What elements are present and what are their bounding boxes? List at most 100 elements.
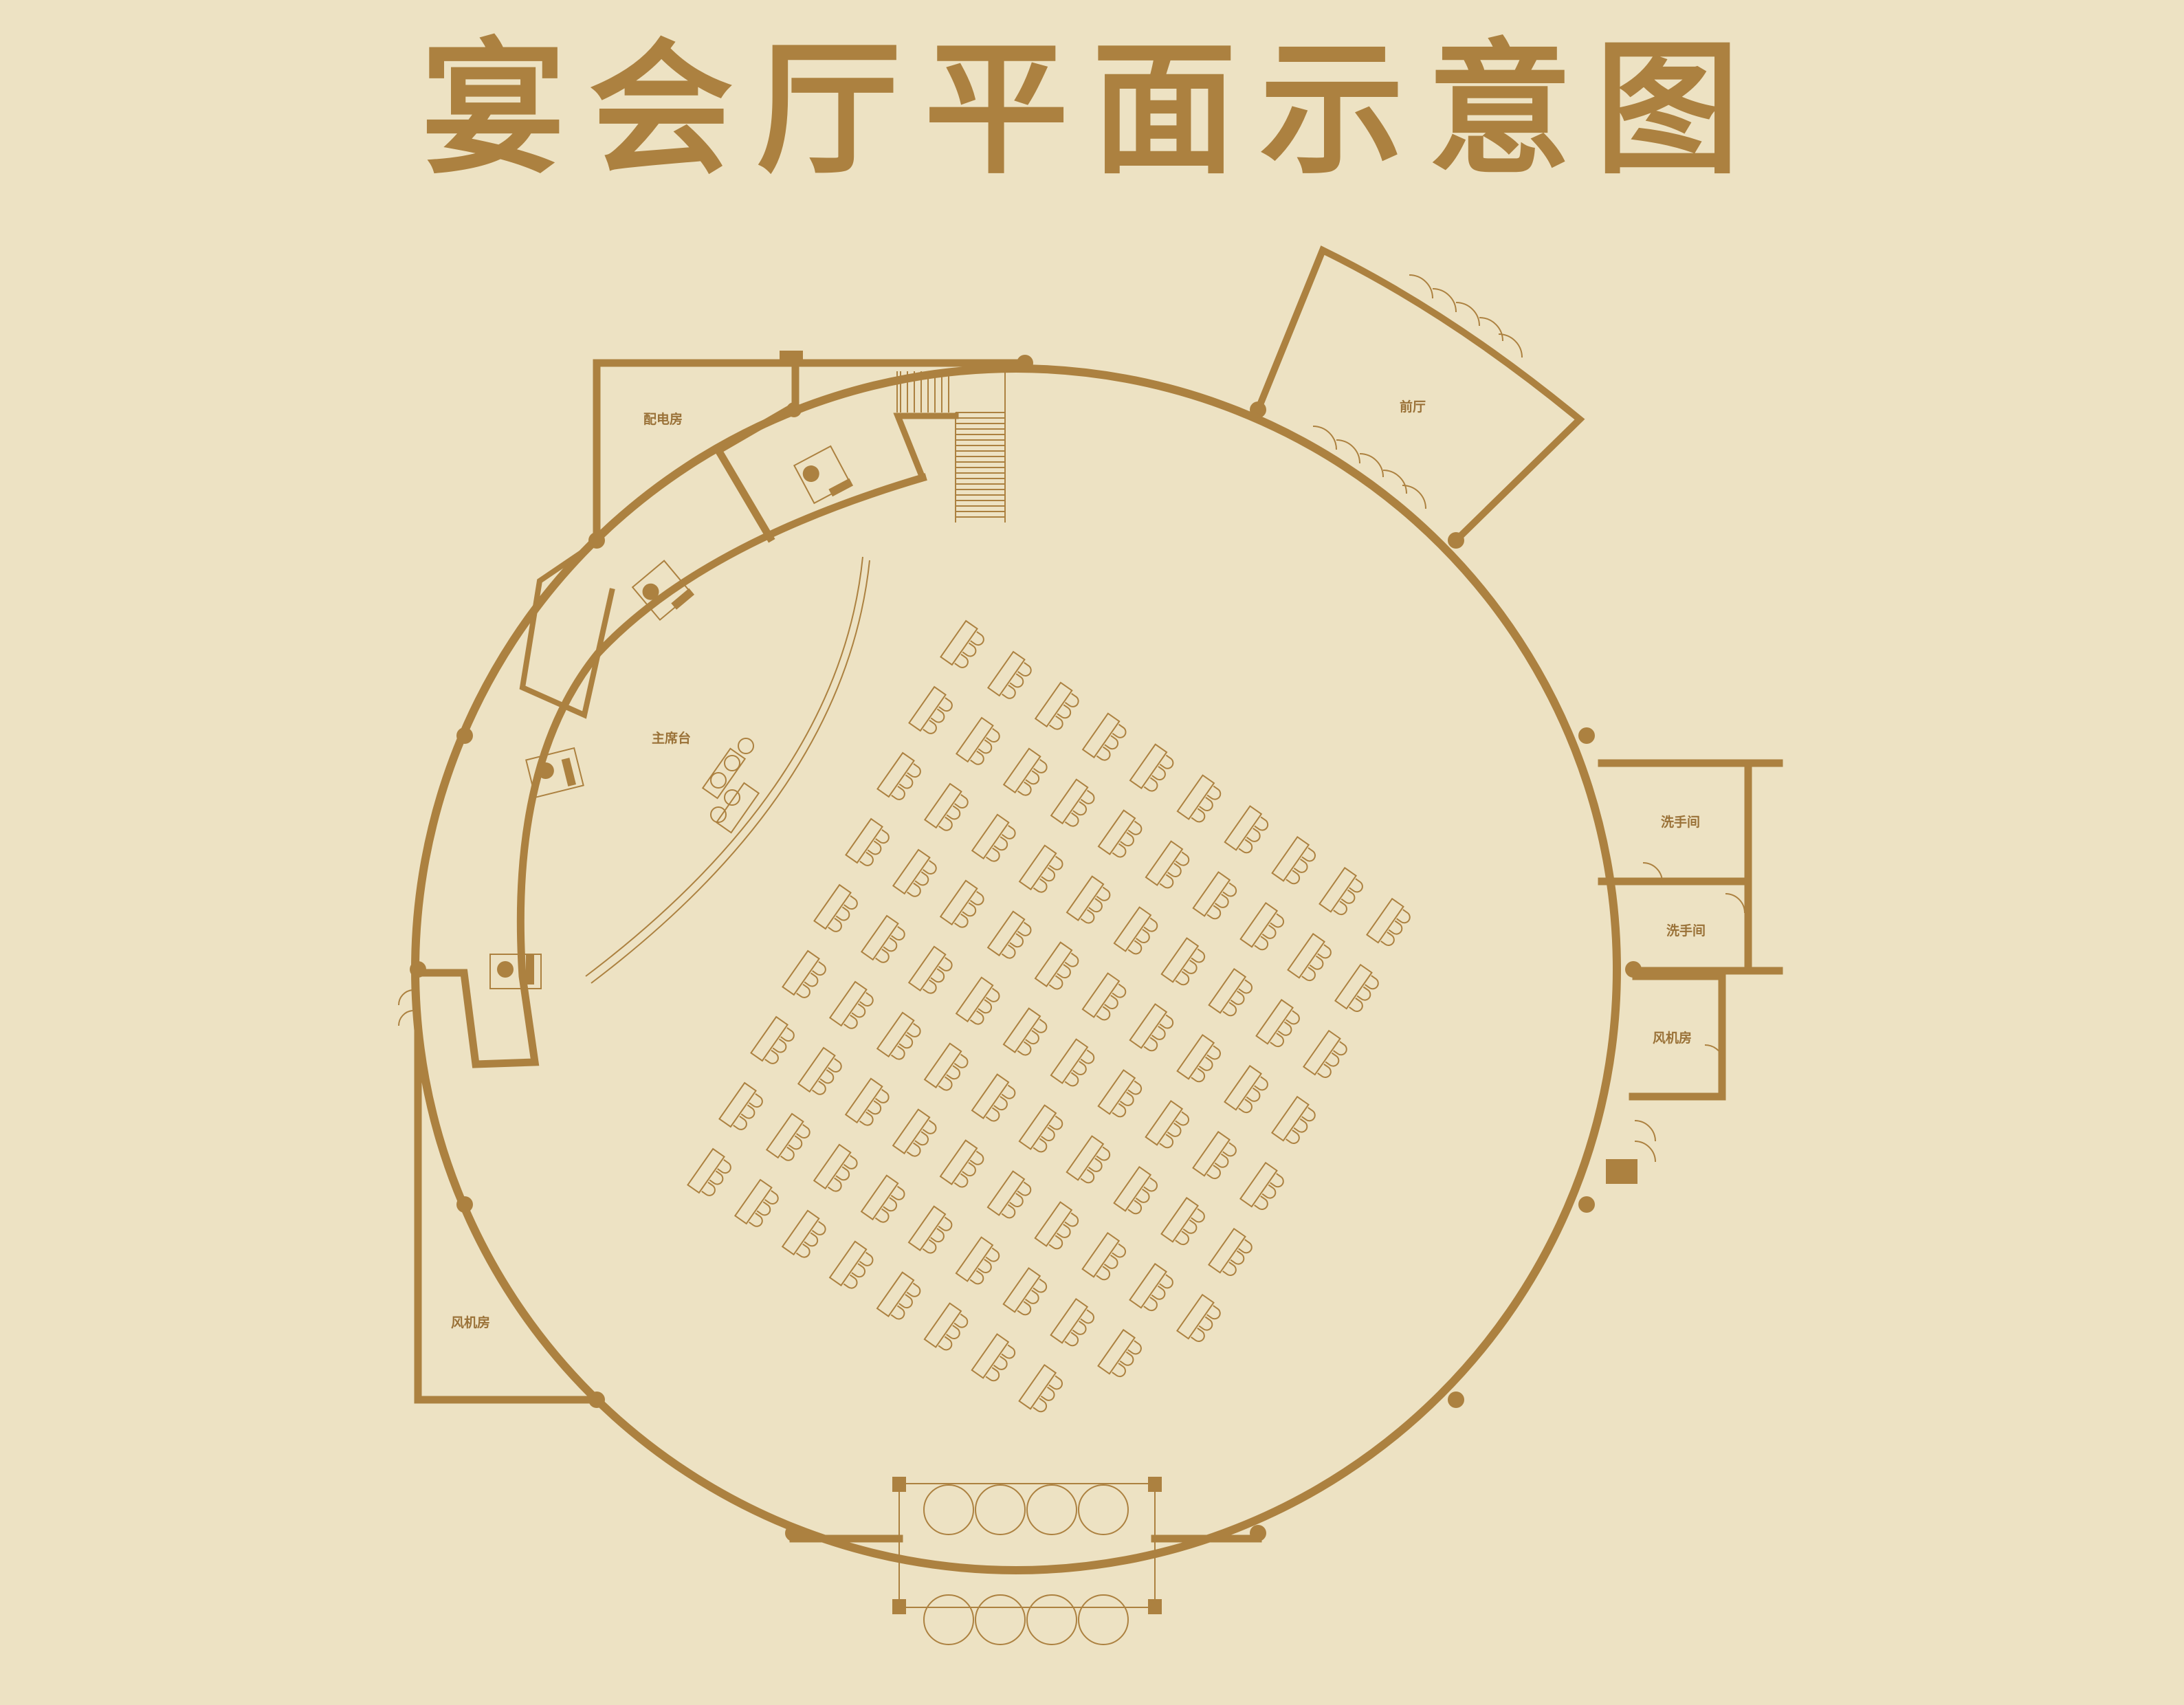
guest-table <box>1050 778 1095 827</box>
chair <box>1017 662 1032 676</box>
guest-table <box>923 1042 969 1091</box>
chair <box>953 1313 969 1328</box>
chair <box>717 1159 731 1174</box>
chair <box>740 1104 755 1119</box>
chair <box>1365 975 1379 990</box>
chair <box>1199 797 1213 811</box>
chair <box>1396 909 1411 924</box>
chair <box>922 1119 937 1134</box>
guest-table <box>1081 712 1127 761</box>
guest-table <box>797 1046 842 1095</box>
chair <box>1191 1068 1206 1083</box>
chair <box>1127 1200 1143 1215</box>
guest-table <box>733 1178 779 1227</box>
chair <box>985 847 1000 862</box>
guest-table <box>1113 1166 1158 1215</box>
chair <box>1159 1274 1173 1289</box>
chair <box>930 1228 945 1243</box>
guest-table <box>1334 963 1379 1013</box>
chair <box>1143 1177 1158 1192</box>
chair <box>1206 785 1222 800</box>
chair <box>1167 1122 1182 1137</box>
chair <box>859 992 874 1006</box>
guest-table <box>860 1174 905 1223</box>
chair <box>1057 704 1072 719</box>
chair <box>1206 905 1222 920</box>
chair <box>953 1173 969 1188</box>
guest-table <box>1097 1069 1143 1118</box>
chair <box>851 1263 865 1278</box>
chair <box>1333 901 1347 916</box>
chair <box>1309 955 1324 970</box>
chair <box>954 794 969 808</box>
chair <box>1041 867 1055 882</box>
chair <box>764 1049 779 1064</box>
entrance-door-leaf <box>923 1594 974 1645</box>
chair <box>890 1185 905 1200</box>
chair <box>1096 886 1111 901</box>
chair <box>1222 1262 1237 1277</box>
chair <box>874 1088 890 1103</box>
chair <box>851 1003 866 1018</box>
guest-table <box>1081 1232 1126 1281</box>
guest-table <box>1066 1135 1111 1184</box>
chair <box>922 1239 937 1254</box>
chair <box>1112 1243 1126 1258</box>
guest-table <box>813 883 858 932</box>
chair <box>938 956 953 971</box>
chair <box>1143 917 1158 932</box>
chair <box>1151 1285 1166 1300</box>
chair <box>969 1150 984 1165</box>
chair <box>1286 1130 1300 1145</box>
guest-table <box>1224 1064 1268 1114</box>
chair <box>1206 1045 1221 1060</box>
chair <box>906 1142 921 1157</box>
guest-table <box>923 782 969 831</box>
chair <box>835 906 850 921</box>
chair <box>1175 1231 1189 1246</box>
chair <box>1127 820 1143 835</box>
chair <box>993 836 1008 851</box>
staircase <box>896 371 1006 522</box>
guest-table <box>1034 1201 1079 1250</box>
guest-table <box>1239 902 1284 951</box>
entrance-door-leaf <box>1078 1594 1129 1645</box>
guest-table <box>1176 774 1222 823</box>
chair <box>1104 735 1118 750</box>
chair <box>843 1274 858 1289</box>
chair <box>875 829 890 844</box>
chair <box>1033 1018 1048 1033</box>
chair <box>1198 1056 1213 1071</box>
chair <box>906 1282 921 1297</box>
speaker-icons <box>489 445 854 989</box>
chair <box>1159 874 1174 889</box>
chair <box>1001 1084 1016 1099</box>
guest-table <box>1207 1227 1253 1277</box>
chair <box>749 1212 763 1227</box>
chair <box>930 968 945 983</box>
guest-table <box>876 1271 921 1320</box>
entrance-door-leaf <box>1026 1594 1077 1645</box>
power-room-walls <box>593 351 1018 547</box>
chair <box>709 1170 724 1185</box>
chair <box>1064 1072 1079 1087</box>
chair <box>1175 1111 1189 1126</box>
chair <box>1001 1204 1016 1219</box>
chair <box>1033 758 1048 773</box>
guest-table <box>1239 1161 1284 1211</box>
chair <box>812 961 826 976</box>
chair <box>859 1251 874 1266</box>
chair <box>946 1325 960 1339</box>
guest-table <box>845 817 890 866</box>
guest-table <box>1145 1100 1189 1149</box>
chair <box>874 1208 890 1223</box>
chair <box>1293 858 1308 873</box>
chair <box>1388 920 1403 935</box>
guest-table <box>1365 897 1411 947</box>
label-fan-room-left: 风机房 <box>451 1314 490 1330</box>
guest-table <box>1018 1364 1063 1413</box>
guest-table <box>986 1170 1032 1219</box>
lobby-doors <box>1312 274 1523 509</box>
guest-table <box>876 751 921 800</box>
